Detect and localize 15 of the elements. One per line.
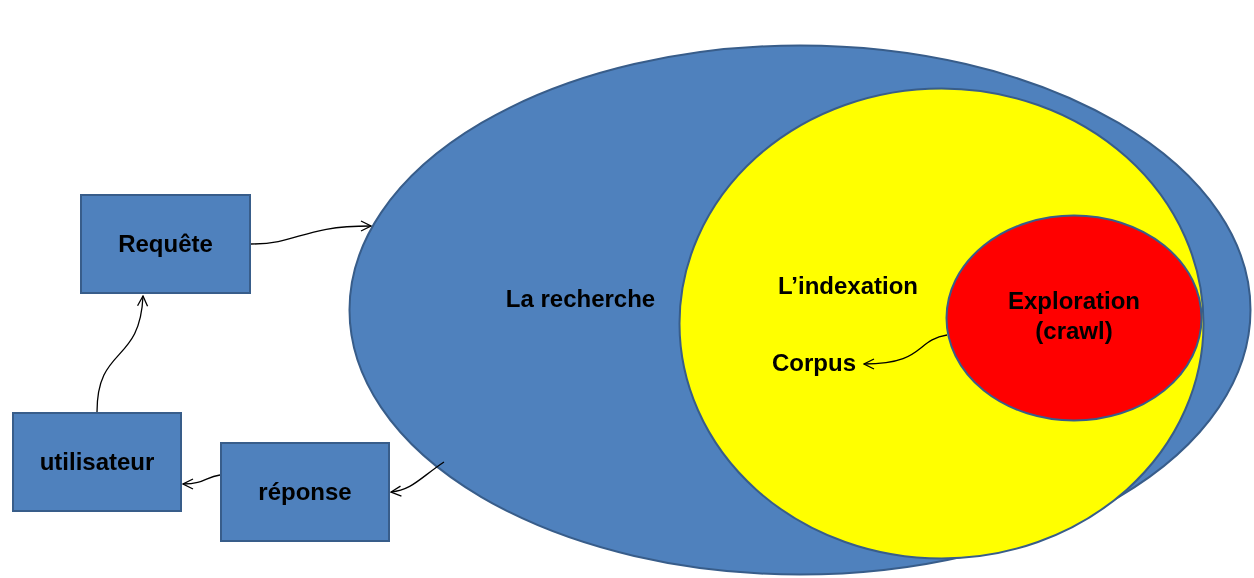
arrow [390,461,445,497]
process-box [220,442,390,542]
ellipse-label: La recherche [504,284,657,314]
process-box [80,194,251,294]
arrow [96,295,148,413]
process-box [12,412,182,512]
corpus-label: Corpus [766,348,862,380]
ellipse-label: L’indexation [777,271,919,301]
box-label: réponse [258,477,352,507]
arrow [863,334,948,370]
box-label: utilisateur [39,447,155,477]
arrow [182,474,221,490]
ellipse-label: Exploration (crawl) [1007,286,1141,346]
box-label: Requête [118,229,213,259]
arrow [250,220,372,245]
